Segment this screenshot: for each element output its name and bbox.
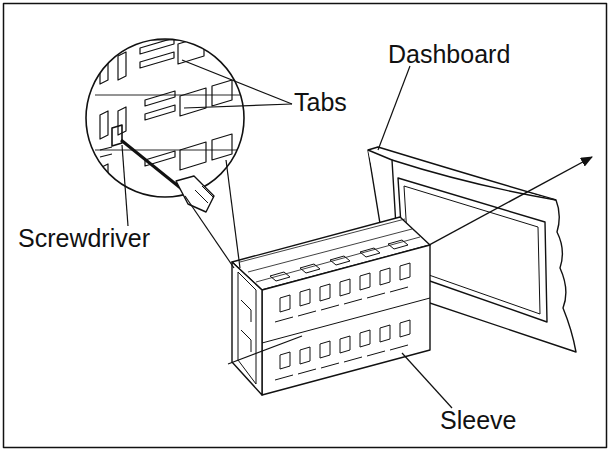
sleeve-cage (232, 217, 430, 395)
part-label: Tabs (294, 90, 347, 115)
part-label: Screwdriver (18, 226, 150, 251)
part-label: Sleeve (440, 408, 516, 433)
leader-lines (122, 60, 452, 408)
frame-border (4, 4, 607, 448)
part-label: Dashboard (388, 42, 510, 67)
